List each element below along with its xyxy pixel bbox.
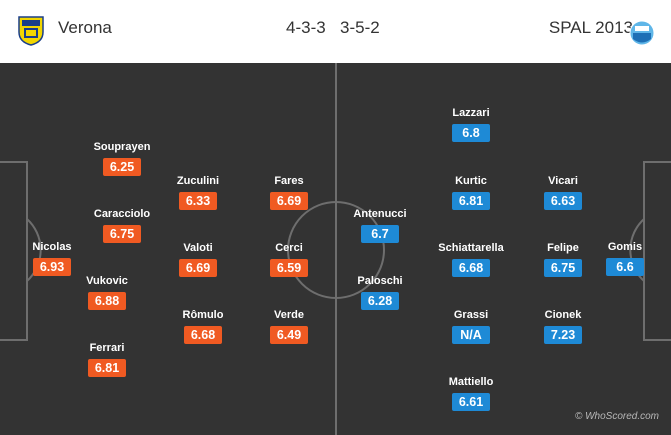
player-rating: 6.69	[270, 192, 308, 210]
player-name: Vukovic	[86, 275, 128, 287]
home-player-romulo[interactable]: Rômulo 6.68	[158, 308, 248, 344]
home-player-cerci[interactable]: Cerci 6.59	[244, 241, 334, 277]
player-name: Mattiello	[448, 376, 494, 388]
away-player-kurtic[interactable]: Kurtic 6.81	[426, 174, 516, 210]
player-rating: 7.23	[544, 326, 582, 344]
player-name: Caracciolo	[93, 208, 151, 220]
home-team-name[interactable]: Verona	[58, 18, 112, 37]
away-player-cionek[interactable]: Cionek 7.23	[518, 308, 608, 344]
player-rating: 6.68	[184, 326, 222, 344]
player-rating: 6.75	[544, 259, 582, 277]
player-rating: 6.28	[361, 292, 399, 310]
player-rating: 6.68	[452, 259, 490, 277]
away-player-gomis[interactable]: Gomis 6.6	[580, 240, 670, 276]
player-rating: 6.33	[179, 192, 217, 210]
pitch: Nicolas 6.93 Souprayen 6.25 Caracciolo 6…	[0, 63, 671, 435]
watermark: © WhoScored.com	[574, 411, 659, 422]
player-rating: 6.75	[103, 225, 141, 243]
player-rating: 6.69	[179, 259, 217, 277]
home-formation: 4-3-3	[286, 18, 326, 37]
player-rating: 6.8	[452, 124, 490, 142]
home-player-nicolas[interactable]: Nicolas 6.93	[7, 240, 97, 276]
hellas-verona-crest-icon	[18, 16, 44, 46]
player-name: Kurtic	[455, 175, 487, 187]
home-player-valoti[interactable]: Valoti 6.69	[153, 241, 243, 277]
player-name: Schiattarella	[438, 242, 504, 254]
player-name: Antenucci	[353, 208, 407, 220]
home-player-ferrari[interactable]: Ferrari 6.81	[62, 341, 152, 377]
away-player-paloschi[interactable]: Paloschi 6.28	[335, 274, 425, 310]
home-player-caracciolo[interactable]: Caracciolo 6.75	[77, 207, 167, 243]
away-player-lazzari[interactable]: Lazzari 6.8	[426, 106, 516, 142]
player-name: Valoti	[183, 242, 213, 254]
player-rating: 6.81	[88, 359, 126, 377]
player-rating: 6.49	[270, 326, 308, 344]
away-team-name[interactable]: SPAL 2013	[548, 18, 633, 37]
away-player-antenucci[interactable]: Antenucci 6.7	[335, 207, 425, 243]
player-name: Vicari	[548, 175, 578, 187]
player-name: Cionek	[544, 309, 582, 321]
home-player-souprayen[interactable]: Souprayen 6.25	[77, 140, 167, 176]
player-rating: 6.63	[544, 192, 582, 210]
player-name: Lazzari	[452, 107, 490, 119]
spal-crest-icon	[629, 20, 655, 46]
away-player-mattiello[interactable]: Mattiello 6.61	[426, 375, 516, 411]
player-rating: 6.81	[452, 192, 490, 210]
player-name: Grassi	[453, 309, 489, 321]
player-name: Zuculini	[176, 175, 220, 187]
player-rating: N/A	[452, 326, 490, 344]
player-name: Verde	[274, 309, 304, 321]
player-rating: 6.6	[606, 258, 644, 276]
match-header: Verona 4-3-3 3-5-2 SPAL 2013	[0, 0, 671, 60]
player-name: Nicolas	[32, 241, 72, 253]
home-player-verde[interactable]: Verde 6.49	[244, 308, 334, 344]
player-rating: 6.59	[270, 259, 308, 277]
player-name: Rômulo	[182, 309, 224, 321]
pitch-markings	[0, 63, 671, 435]
player-rating: 6.93	[33, 258, 71, 276]
player-name: Ferrari	[89, 342, 125, 354]
away-player-schiattarella[interactable]: Schiattarella 6.68	[426, 241, 516, 277]
away-player-grassi[interactable]: Grassi N/A	[426, 308, 516, 344]
player-name: Paloschi	[357, 275, 403, 287]
player-rating: 6.88	[88, 292, 126, 310]
player-name: Fares	[274, 175, 304, 187]
player-name: Cerci	[275, 242, 303, 254]
player-name: Gomis	[607, 241, 643, 253]
player-rating: 6.25	[103, 158, 141, 176]
away-player-vicari[interactable]: Vicari 6.63	[518, 174, 608, 210]
home-player-vukovic[interactable]: Vukovic 6.88	[62, 274, 152, 310]
away-formation: 3-5-2	[340, 18, 380, 37]
player-rating: 6.7	[361, 225, 399, 243]
player-rating: 6.61	[452, 393, 490, 411]
home-player-fares[interactable]: Fares 6.69	[244, 174, 334, 210]
home-player-zuculini[interactable]: Zuculini 6.33	[153, 174, 243, 210]
away-player-felipe[interactable]: Felipe 6.75	[518, 241, 608, 277]
player-name: Felipe	[547, 242, 579, 254]
player-name: Souprayen	[93, 141, 151, 153]
